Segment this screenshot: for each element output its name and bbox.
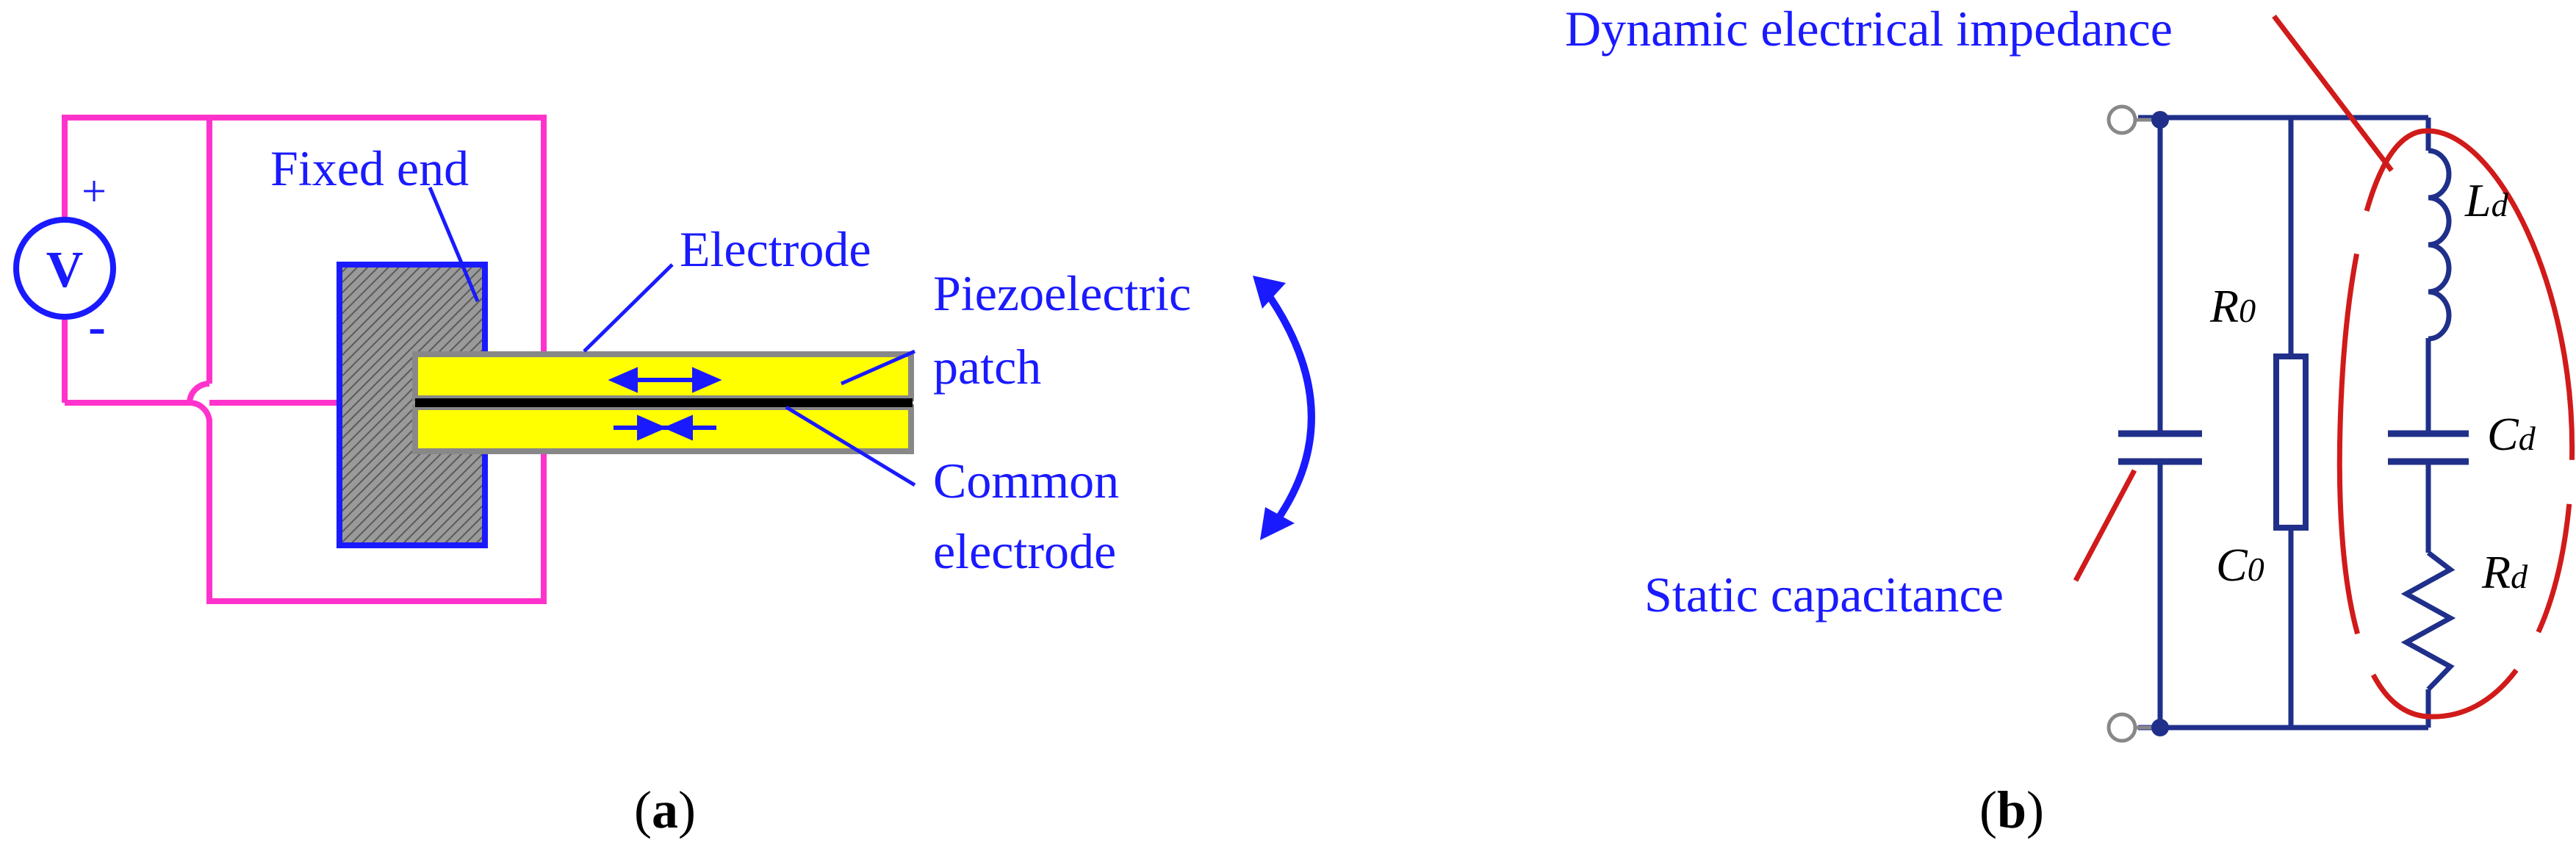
panel-b-caption: (b)	[1979, 781, 2044, 839]
electrode-leader	[583, 263, 674, 353]
crossover-wire-lower	[187, 381, 210, 403]
static-capacitor-c0	[2118, 430, 2202, 465]
static-capacitance-label: Static capacitance	[1644, 567, 2004, 622]
piezo-patch-upper	[412, 351, 914, 401]
crossover-wire	[65, 400, 212, 423]
piezo-patch-label-line1: Piezoelectric	[933, 265, 1191, 321]
red-annotations	[2073, 14, 2575, 720]
expansion-arrow	[608, 367, 722, 393]
dynamic-impedance-ellipse	[2336, 128, 2575, 720]
r0-label: R0	[2209, 280, 2256, 332]
fixed-end-label: Fixed end	[270, 140, 469, 196]
c0-label: C0	[2216, 539, 2264, 591]
static-capacitance-leader	[2073, 469, 2137, 582]
voltage-source-symbol	[13, 217, 116, 320]
voltage-minus-sign: -	[88, 297, 106, 356]
top-junction-dot	[2151, 111, 2169, 129]
panel-a: V + -	[13, 115, 1315, 839]
fixed-end-leader	[428, 187, 480, 302]
voltage-plus-sign: +	[82, 167, 107, 215]
panel-a-caption: (a)	[634, 781, 696, 839]
electrode-label: Electrode	[680, 221, 871, 277]
panel-b: R0 C0 Ld Cd Rd Dynamic electrical impeda…	[1565, 1, 2575, 839]
dynamic-impedance-label: Dynamic electrical impedance	[1565, 1, 2173, 57]
cd-label: Cd	[2487, 408, 2536, 460]
dynamic-capacitor-cd	[2388, 430, 2469, 465]
rd-label: Rd	[2481, 546, 2528, 598]
piezo-leader	[840, 349, 916, 386]
bending-direction-arrow	[1253, 276, 1315, 540]
compression-arrow	[614, 415, 716, 441]
dynamic-impedance-leader	[2272, 14, 2394, 173]
common-electrode-leader	[785, 405, 916, 487]
common-electrode-label-line2: electrode	[933, 523, 1116, 579]
circuit-wiring	[2138, 115, 2431, 731]
top-terminal	[2107, 104, 2137, 135]
ld-label: Ld	[2464, 174, 2509, 226]
voltage-source-label: V	[46, 242, 84, 298]
bottom-terminal	[2107, 712, 2137, 743]
bottom-junction-dot	[2151, 719, 2169, 736]
common-electrode-label-line1: Common	[933, 453, 1119, 509]
resistor-rd	[2400, 550, 2456, 692]
resistor-r0	[2273, 354, 2309, 531]
piezo-patch-label-line2: patch	[933, 339, 1041, 395]
panel-a-leader-lines	[428, 187, 916, 487]
inductor-ld	[2428, 148, 2452, 342]
